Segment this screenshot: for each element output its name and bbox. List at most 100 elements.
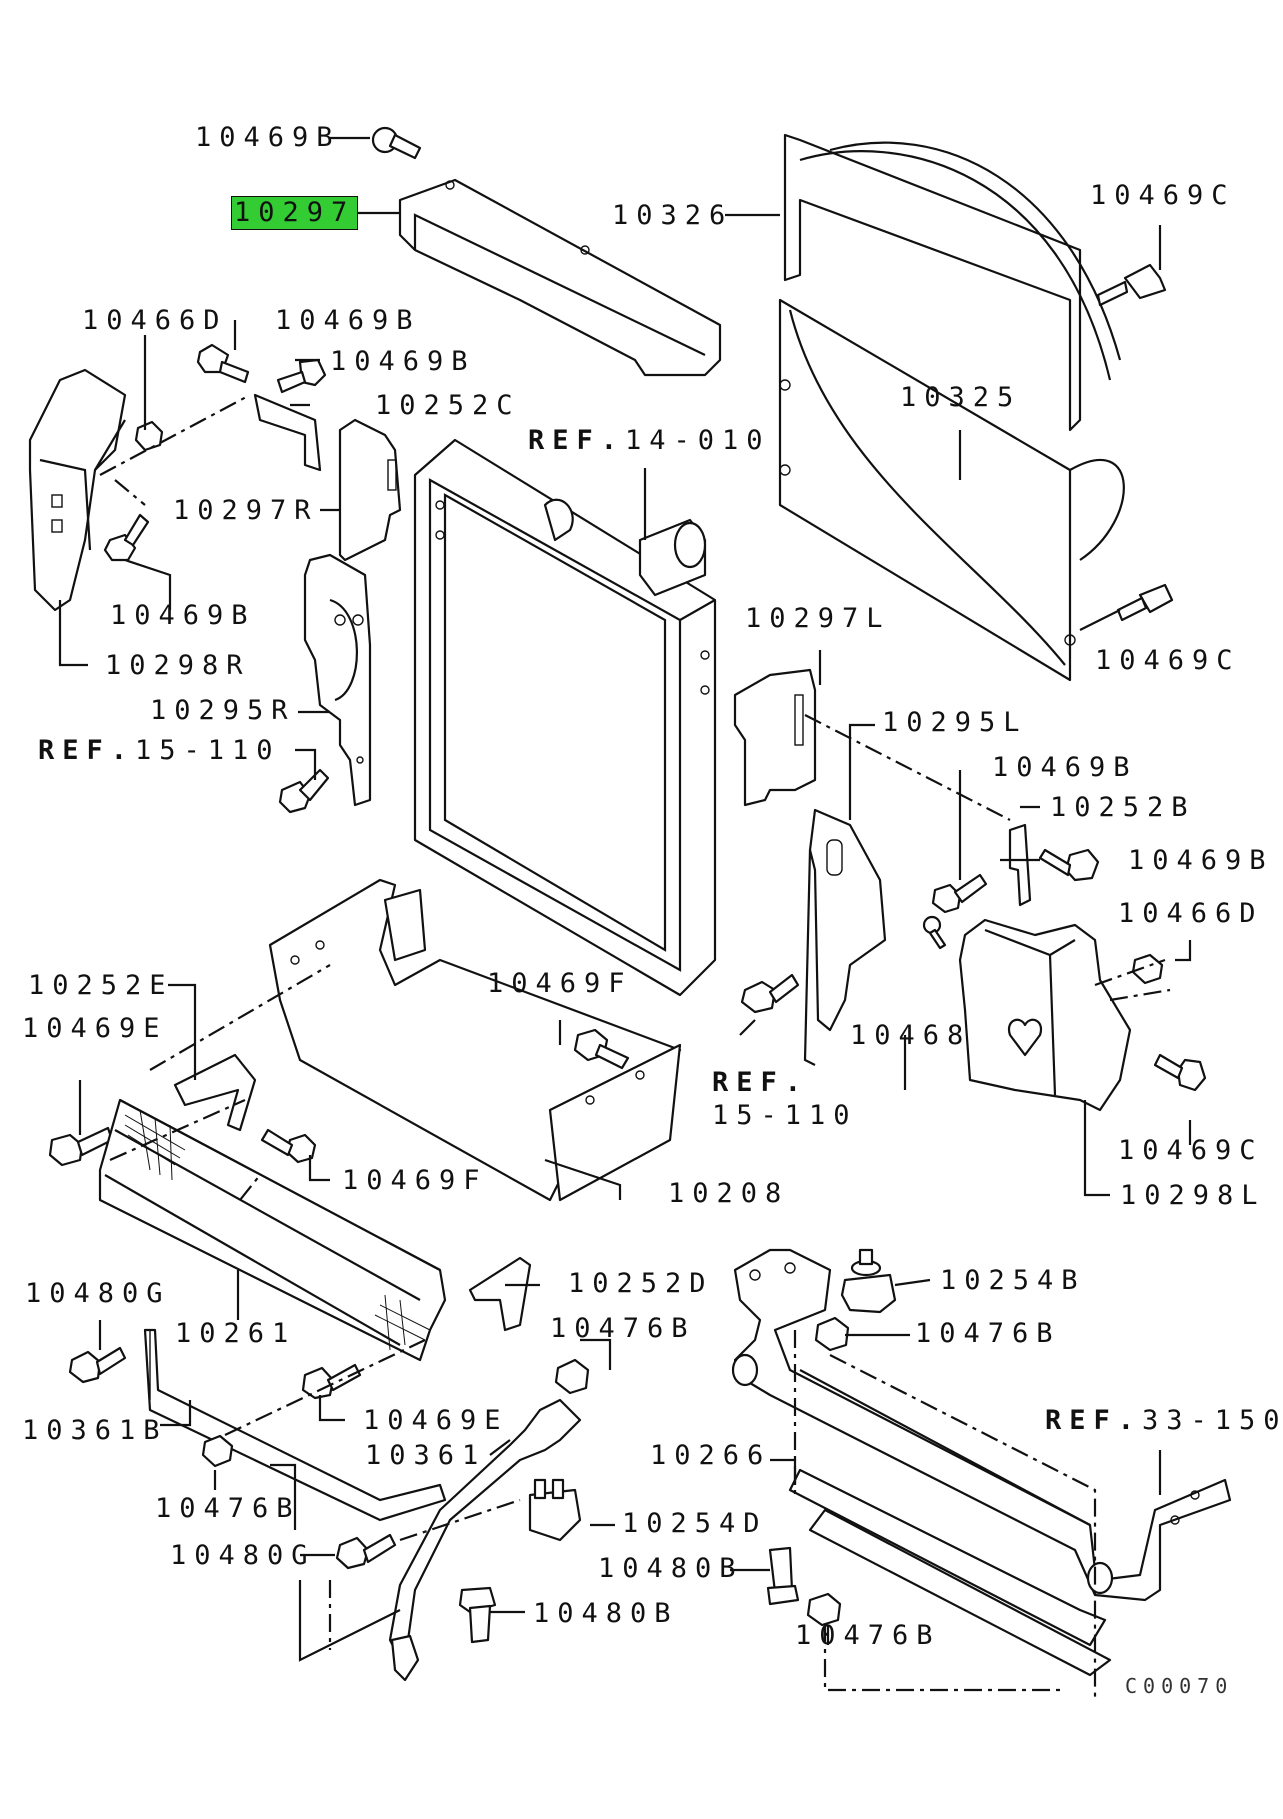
- label-10254B: 10254B: [940, 1265, 1086, 1296]
- bolt-10469C-a: [1096, 263, 1167, 307]
- fan-shroud-upper: [783, 133, 1122, 432]
- label-10480G-b: 10480G: [170, 1540, 316, 1571]
- label-10469C-b: 10469C: [1095, 645, 1241, 676]
- label-10295R: 10295R: [150, 695, 296, 726]
- grille-10261: [98, 1098, 447, 1362]
- nut-10476B-a: [554, 1358, 590, 1395]
- side-shroud-10298L: [958, 918, 1132, 1112]
- bracket-10252B: [1008, 823, 1032, 907]
- ref-prefix: REF.: [712, 1067, 810, 1098]
- leader-lines: [58, 136, 1192, 1662]
- bolt-10469B-f: [1038, 848, 1100, 882]
- label-ref-15-110-b-code: 15-110: [712, 1100, 858, 1131]
- label-10252C: 10252C: [375, 390, 521, 421]
- label-10266: 10266: [650, 1440, 772, 1471]
- label-10252D: 10252D: [568, 1268, 714, 1299]
- label-10469B-top: 10469B: [195, 122, 341, 153]
- bolt-10469C-c: [1153, 1053, 1207, 1092]
- label-10261: 10261: [175, 1318, 297, 1349]
- ref-code: 15-110: [135, 735, 281, 766]
- bracket-10252C: [253, 393, 322, 472]
- bolt-10469B-d: [103, 513, 150, 562]
- label-10361B: 10361B: [22, 1415, 168, 1446]
- label-ref-15-110-b-prefix: REF.: [712, 1067, 809, 1099]
- label-10298R: 10298R: [105, 650, 251, 681]
- bolt-ref-15-110-right: [740, 973, 800, 1014]
- upper-shroud-part: [398, 178, 722, 377]
- label-10361: 10361: [365, 1440, 487, 1471]
- label-10326: 10326: [612, 200, 734, 231]
- nut-10476B-b: [201, 1434, 234, 1468]
- label-10466D-right: 10466D: [1118, 898, 1264, 929]
- label-10476B-c: 10476B: [155, 1493, 301, 1524]
- label-10469C-a: 10469C: [1090, 180, 1236, 211]
- bolt-10469B-b: [196, 343, 250, 384]
- ref-prefix: REF.: [528, 425, 626, 456]
- nut-10476B-d: [806, 1592, 842, 1627]
- label-10476B-d: 10476B: [795, 1620, 941, 1651]
- label-10469F-b: 10469F: [342, 1165, 488, 1196]
- label-10480B-b: 10480B: [533, 1598, 679, 1629]
- label-10252E: 10252E: [28, 970, 174, 1001]
- bolt-10469B-c: [276, 358, 327, 394]
- mount-10254D: [528, 1478, 582, 1542]
- alignment-lines: [99, 394, 1171, 1700]
- label-10469B-e: 10469B: [992, 752, 1138, 783]
- lower-shroud-10208: [268, 878, 682, 1202]
- label-10476B-b: 10476B: [915, 1318, 1061, 1349]
- label-ref-14-010: REF.14-010: [528, 425, 771, 457]
- label-10480B-a: 10480B: [598, 1553, 744, 1584]
- mount-10254B: [840, 1248, 897, 1314]
- label-10466D-left: 10466D: [82, 305, 228, 336]
- side-shroud-10298R: [28, 368, 127, 612]
- label-10252B: 10252B: [1050, 792, 1196, 823]
- label-10480G-a: 10480G: [25, 1278, 171, 1309]
- bolt-10469E-a: [48, 1126, 114, 1167]
- ref-code: 33-150: [1142, 1405, 1283, 1436]
- label-10469B-b: 10469B: [275, 305, 421, 336]
- bolt-ref-15-110-left: [278, 768, 330, 814]
- radiator-ref-14-010: [413, 438, 717, 997]
- label-ref-15-110-a: REF.15-110: [38, 735, 281, 767]
- clip-10468: [922, 915, 947, 950]
- baffle-10295R: [303, 553, 372, 807]
- bolt-10469B-e: [931, 873, 988, 914]
- label-ref-33-150: REF.33-150: [1045, 1405, 1283, 1437]
- bolt-10480G-a: [68, 1346, 127, 1384]
- label-10254D: 10254D: [622, 1508, 768, 1539]
- label-10476B-a: 10476B: [550, 1313, 696, 1344]
- label-10208: 10208: [668, 1178, 790, 1209]
- baffle-10295L: [803, 808, 887, 1066]
- bolt-10480B-a: [458, 1586, 497, 1644]
- label-10469B-f: 10469B: [1128, 845, 1274, 876]
- label-10297L: 10297L: [745, 603, 891, 634]
- diagram-code: C00070: [1125, 1674, 1234, 1698]
- bolt-10469F-b: [260, 1128, 317, 1164]
- nut-10476B-c: [814, 1316, 850, 1352]
- label-10468: 10468: [850, 1020, 972, 1051]
- bracket-10252E: [173, 1053, 257, 1132]
- plate-lower: [788, 1468, 1112, 1677]
- fan-shroud-lower: [778, 298, 1125, 682]
- bolt-10469C-b: [1116, 583, 1174, 622]
- label-10469B-d: 10469B: [110, 600, 256, 631]
- bracket-10297R: [338, 418, 402, 562]
- ref-code: 14-010: [625, 425, 771, 456]
- bolt-10469E-b: [301, 1363, 362, 1400]
- bracket-10297L: [733, 668, 817, 807]
- label-10469E-b: 10469E: [363, 1405, 509, 1436]
- ref-prefix: REF.: [1045, 1405, 1143, 1436]
- label-10298L: 10298L: [1120, 1180, 1266, 1211]
- ref-prefix: REF.: [38, 735, 136, 766]
- label-10297R: 10297R: [173, 495, 319, 526]
- bolt-10480B-b: [766, 1546, 800, 1606]
- label-10325: 10325: [900, 382, 1022, 413]
- bolt-10469B-top: [371, 126, 422, 160]
- label-10469E-a: 10469E: [22, 1013, 168, 1044]
- label-10295L: 10295L: [882, 707, 1028, 738]
- rod-10361: [388, 1398, 582, 1682]
- label-10469B-c: 10469B: [330, 346, 476, 377]
- label-10297-highlighted[interactable]: 10297: [230, 196, 359, 230]
- bolt-10480G-b: [335, 1533, 397, 1570]
